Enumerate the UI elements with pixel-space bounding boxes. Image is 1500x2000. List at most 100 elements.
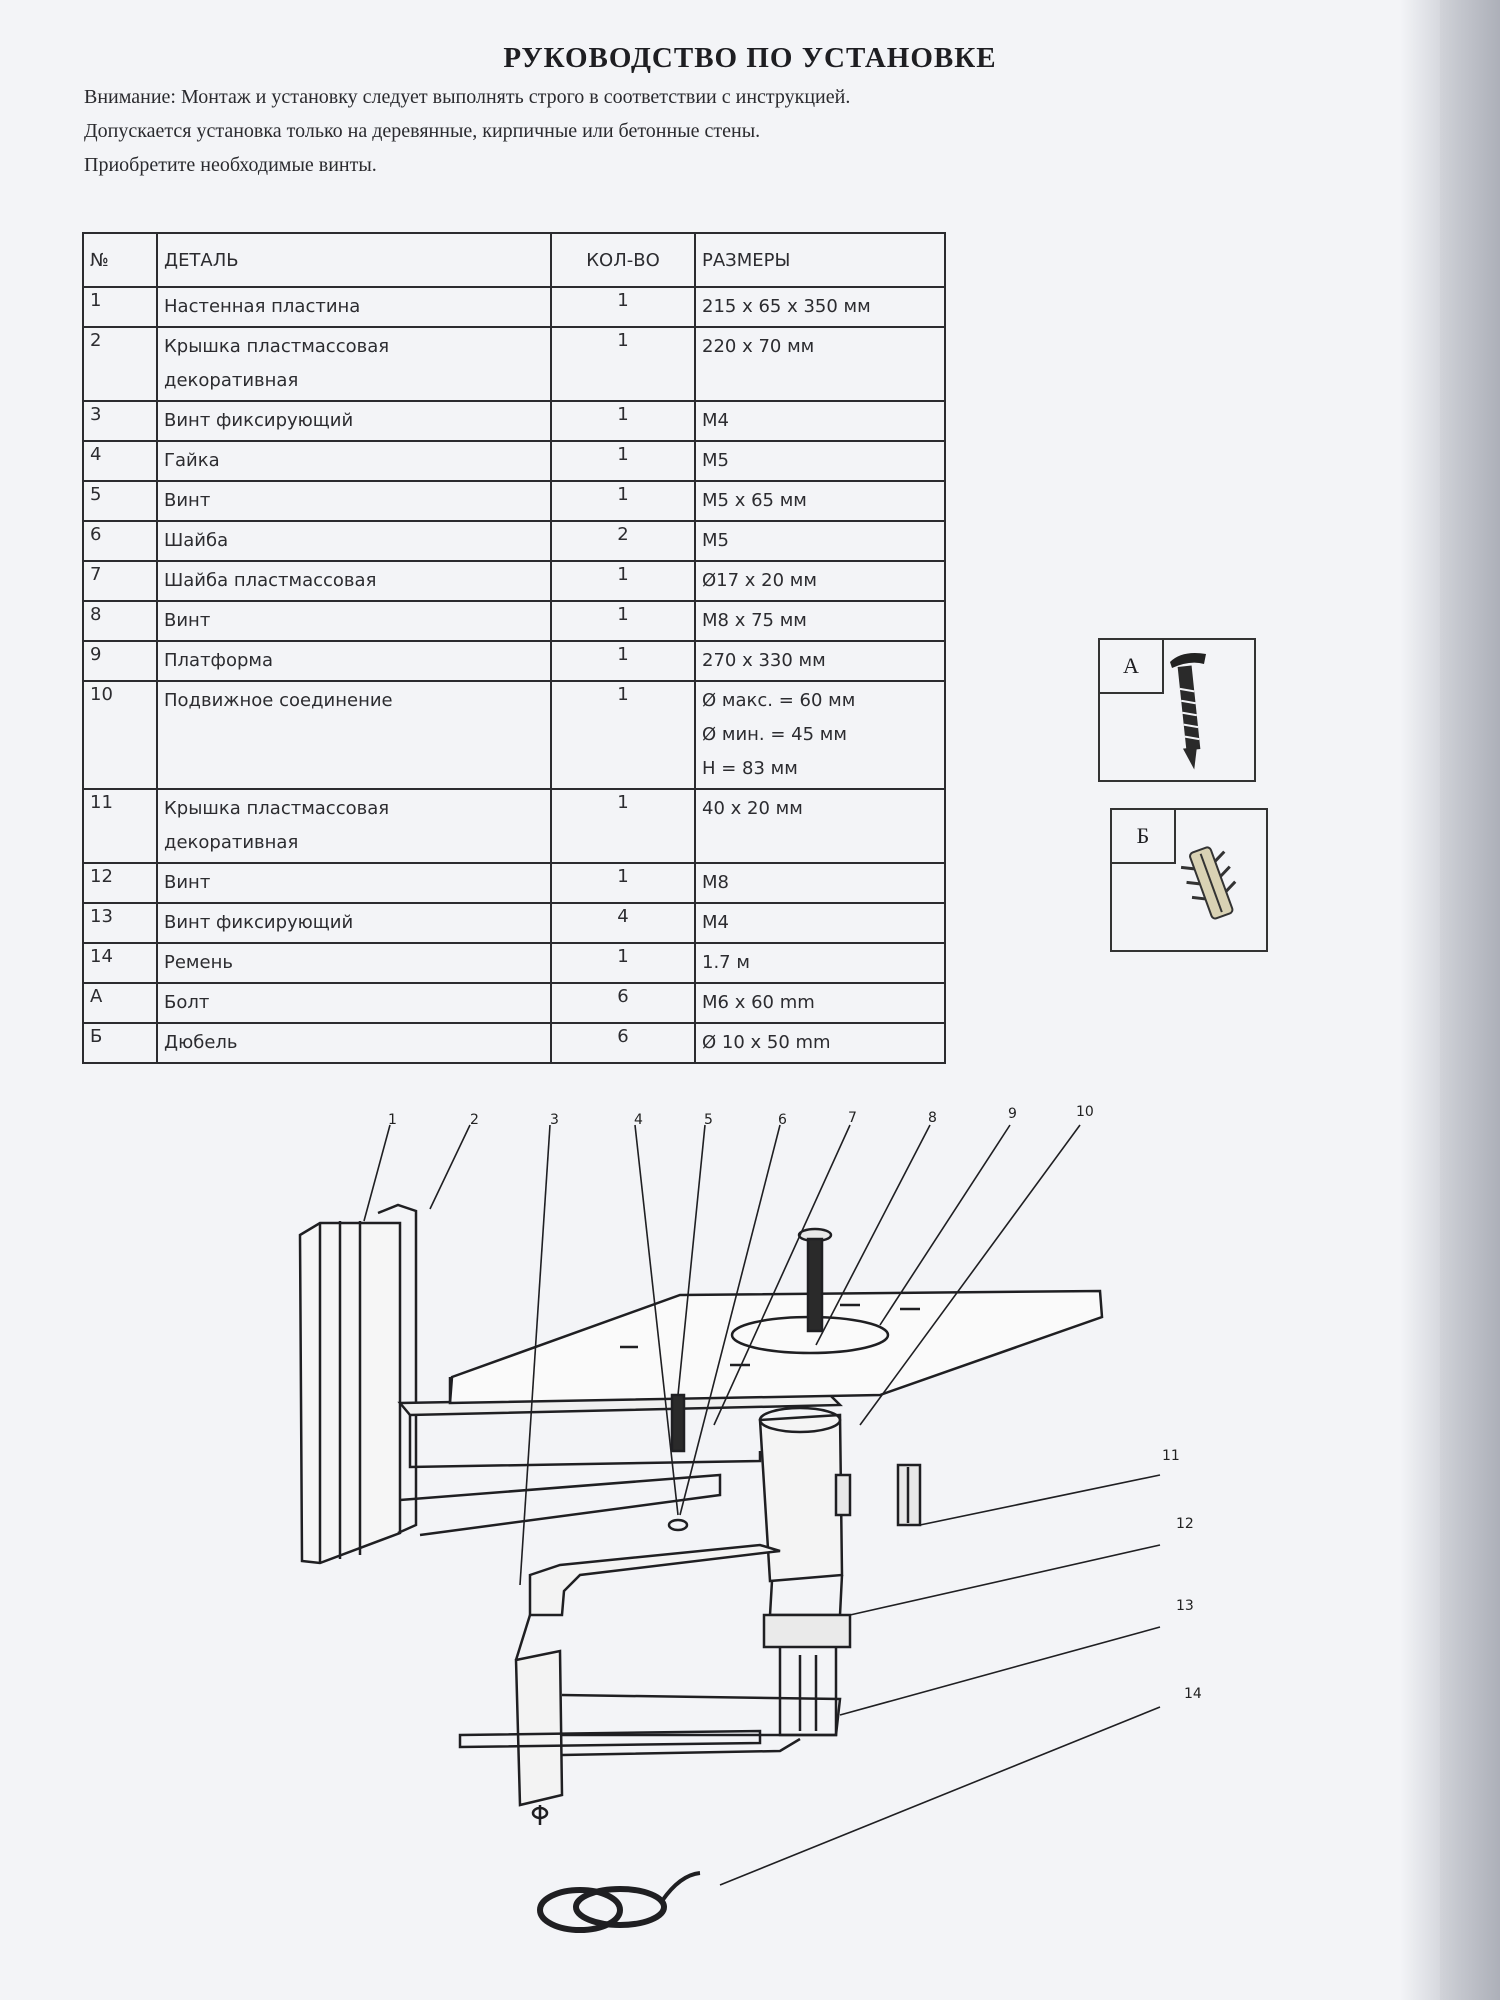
cell-part-line: Винт	[164, 872, 211, 893]
table-row: 5 Винт 1 M5 x 65 мм	[82, 480, 946, 522]
callout-6: 6	[778, 1112, 787, 1128]
cell-part: Винт фиксирующий	[156, 902, 552, 944]
cell-size-line: M6 x 60 mm	[702, 992, 815, 1013]
cell-part: Платформа	[156, 640, 552, 682]
cell-part: Винт	[156, 480, 552, 522]
platform	[448, 1289, 1104, 1405]
cell-size: Ø17 x 20 мм	[694, 560, 946, 602]
cell-size-line: 1.7 м	[702, 952, 750, 973]
callout-12: 12	[1176, 1516, 1194, 1532]
cell-size-line: M8 x 75 мм	[702, 610, 807, 631]
cell-size-line: M5	[702, 450, 729, 471]
end-cap	[896, 1463, 922, 1527]
cell-quantity: 6	[550, 982, 696, 1024]
cell-part: Болт	[156, 982, 552, 1024]
callout-14: 14	[1184, 1686, 1202, 1702]
cell-number: 8	[82, 600, 158, 642]
cell-size: 40 x 20 мм	[694, 788, 946, 864]
cell-size: M4	[694, 902, 946, 944]
cell-size-line: 215 x 65 x 350 мм	[702, 296, 871, 317]
cell-number: 10	[82, 680, 158, 790]
cell-part: Крышка пластмассовая декоративная	[156, 326, 552, 402]
cell-part: Винт	[156, 600, 552, 642]
cell-quantity: 1	[550, 286, 696, 328]
cell-number: 4	[82, 440, 158, 482]
cell-size: M5 x 65 мм	[694, 480, 946, 522]
cell-quantity: 6	[550, 1022, 696, 1064]
dowel-icon	[1180, 846, 1237, 920]
cell-part-line: декоративная	[164, 370, 299, 391]
cell-number: Б	[82, 1022, 158, 1064]
cell-quantity: 1	[550, 600, 696, 642]
header-number: №	[82, 232, 158, 288]
callout-9: 9	[1008, 1106, 1017, 1122]
cell-size: Ø 10 x 50 mm	[694, 1022, 946, 1064]
parts-table: № ДЕТАЛЬ КОЛ-ВО РАЗМЕРЫ 1 Настенная пласт…	[82, 232, 946, 1064]
parts-table-header: № ДЕТАЛЬ КОЛ-ВО РАЗМЕРЫ	[82, 232, 946, 288]
cell-size-line: Ø мин. = 45 мм	[702, 724, 847, 745]
cell-quantity: 1	[550, 680, 696, 790]
cell-part-line: Крышка пластмассовая	[164, 798, 390, 819]
header-size: РАЗМЕРЫ	[694, 232, 946, 288]
movable-joint	[758, 1406, 852, 1737]
cell-size: 215 x 65 x 350 мм	[694, 286, 946, 328]
cell-quantity: 1	[550, 326, 696, 402]
cell-quantity: 1	[550, 440, 696, 482]
cell-size: M5	[694, 440, 946, 482]
cell-size: 1.7 м	[694, 942, 946, 984]
hardware-letter-a: А	[1100, 640, 1164, 694]
callout-13: 13	[1176, 1598, 1194, 1614]
cell-quantity: 4	[550, 902, 696, 944]
intro-line-walls: Допускается установка только на деревянн…	[84, 120, 761, 142]
hardware-letter-b: Б	[1112, 810, 1176, 864]
cell-part-line: Платформа	[164, 650, 273, 671]
wall-plate	[298, 1203, 418, 1565]
cell-size-line: Ø макс. = 60 мм	[702, 690, 856, 711]
cell-part-line: Шайба пластмассовая	[164, 570, 377, 591]
callout-8: 8	[928, 1110, 937, 1126]
cell-part-line: Винт фиксирующий	[164, 410, 354, 431]
callout-1: 1	[388, 1112, 397, 1128]
page-title: РУКОВОДСТВО ПО УСТАНОВКЕ	[503, 42, 997, 74]
cell-number: 11	[82, 788, 158, 864]
cell-part: Винт	[156, 862, 552, 904]
cell-size: 220 x 70 мм	[694, 326, 946, 402]
cell-part-line: Настенная пластина	[164, 296, 361, 317]
cell-part: Дюбель	[156, 1022, 552, 1064]
strap	[537, 1871, 701, 1933]
cell-part-line: Крышка пластмассовая	[164, 336, 390, 357]
cell-part-line: Винт	[164, 490, 211, 511]
cell-part-line: Дюбель	[164, 1032, 238, 1053]
cell-quantity: 1	[550, 640, 696, 682]
cell-size-line: M5	[702, 530, 729, 551]
cell-size-line: M5 x 65 мм	[702, 490, 807, 511]
intro-text: Внимание: Монтаж и установку следует вып…	[84, 80, 1264, 182]
cell-number: 7	[82, 560, 158, 602]
callout-2: 2	[470, 1112, 479, 1128]
cell-size: M5	[694, 520, 946, 562]
cell-number: 3	[82, 400, 158, 442]
assembly-diagram	[298, 1124, 1161, 1933]
callout-5: 5	[704, 1112, 713, 1128]
cell-number: 5	[82, 480, 158, 522]
header-part: ДЕТАЛЬ	[156, 232, 552, 288]
cell-size-line: M8	[702, 872, 729, 893]
cell-size-line: Ø17 x 20 мм	[702, 570, 817, 591]
bolt-icon	[1170, 653, 1206, 770]
callout-4: 4	[634, 1112, 643, 1128]
cell-size: M8 x 75 мм	[694, 600, 946, 642]
leader-lines	[363, 1124, 1161, 1886]
cell-quantity: 1	[550, 862, 696, 904]
cell-part: Подвижное соединение	[156, 680, 552, 790]
cell-quantity: 1	[550, 480, 696, 522]
cell-quantity: 2	[550, 520, 696, 562]
